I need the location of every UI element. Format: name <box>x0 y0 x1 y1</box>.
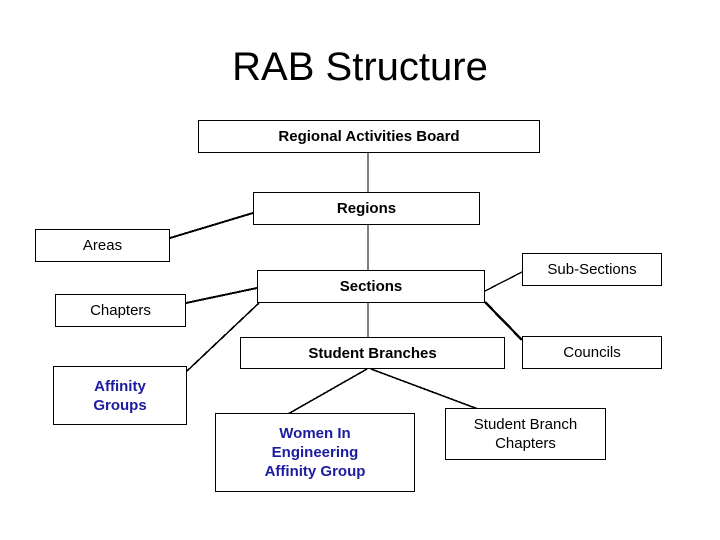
connector-sections-to-sub-sections <box>484 271 523 292</box>
connector-sections-to-chapters <box>185 287 258 304</box>
node-regions[interactable]: Regions <box>253 192 480 225</box>
node-label-areas: Areas <box>82 237 123 254</box>
node-label-regions: Regions <box>336 200 397 217</box>
node-student-branches[interactable]: Student Branches <box>240 337 505 369</box>
node-label-regional-activities-board: Regional Activities Board <box>278 128 460 145</box>
node-regional-activities-board[interactable]: Regional Activities Board <box>198 120 540 153</box>
node-label-councils: Councils <box>563 344 621 361</box>
node-label-sections: Sections <box>339 278 403 295</box>
node-label-sub-sections: Sub-Sections <box>547 261 637 278</box>
node-areas[interactable]: Areas <box>35 229 170 262</box>
node-councils[interactable]: Councils <box>522 336 662 369</box>
node-sections[interactable]: Sections <box>257 270 485 303</box>
page-title: RAB Structure <box>232 45 488 89</box>
node-label-chapters: Chapters <box>90 302 151 319</box>
connector-student-branches-to-sbc <box>370 368 479 410</box>
connector-sections-to-councils <box>484 301 523 341</box>
connector-student-branches-to-wie <box>287 368 368 415</box>
connector-regions-to-areas <box>169 212 254 239</box>
node-sub-sections[interactable]: Sub-Sections <box>522 253 662 286</box>
node-chapters[interactable]: Chapters <box>55 294 186 327</box>
connector-sections-to-affinity-groups <box>186 302 260 372</box>
node-label-student-branches: Student Branches <box>308 344 437 362</box>
